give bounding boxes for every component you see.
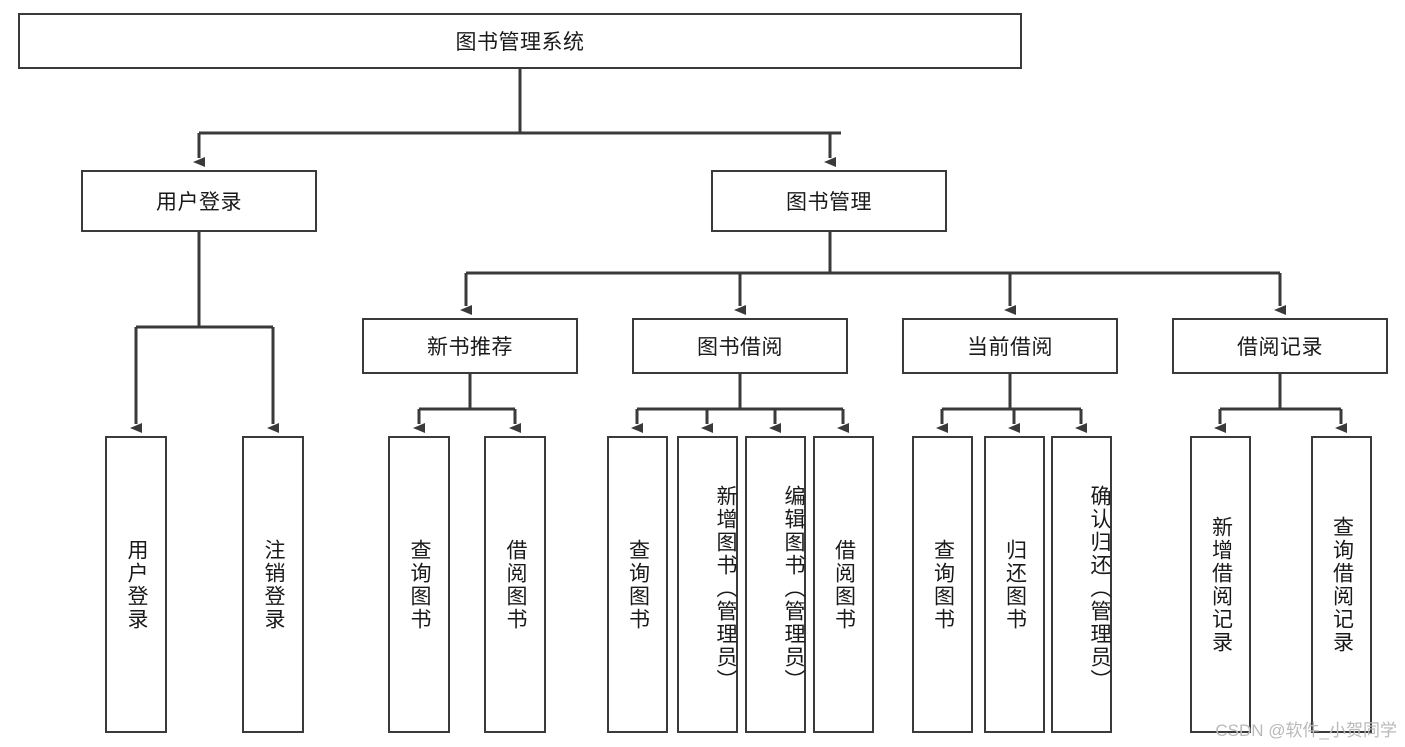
node-new-book-recommend[interactable]: 新书推荐 [362,318,578,374]
node-root-label: 图书管理系统 [455,31,585,54]
leaf-borrow-book-newbook-label: 借阅图书 [504,538,528,631]
node-borrow-records-label: 借阅记录 [1237,336,1323,359]
leaf-logout[interactable]: 注销登录 [242,436,304,733]
node-user-login[interactable]: 用户登录 [81,170,317,232]
node-user-login-label: 用户登录 [156,191,242,214]
node-root[interactable]: 图书管理系统 [18,13,1022,69]
leaf-edit-book-admin[interactable]: 编辑图书（管理员） [745,436,806,733]
leaf-query-book-newbook[interactable]: 查询图书 [388,436,450,733]
node-book-management-label: 图书管理 [786,191,872,214]
leaf-user-login[interactable]: 用户登录 [105,436,167,733]
node-borrow-records[interactable]: 借阅记录 [1172,318,1388,374]
leaf-borrow-book-label: 借阅图书 [832,538,856,631]
node-book-management[interactable]: 图书管理 [711,170,947,232]
leaf-query-book-borrow-label: 查询图书 [626,538,650,631]
leaf-query-book-current[interactable]: 查询图书 [912,436,973,733]
leaf-confirm-return-admin[interactable]: 确认归还（管理员） [1051,436,1112,733]
leaf-query-borrow-record-label: 查询借阅记录 [1330,515,1354,654]
leaf-confirm-return-admin-label: 确认归还（管理员） [1088,485,1111,692]
node-current-borrow-label: 当前借阅 [967,336,1053,359]
csdn-watermark: CSDN @软件_小贺同学 [1215,721,1397,740]
leaf-query-book-current-label: 查询图书 [931,538,955,631]
leaf-add-book-admin-label: 新增图书（管理员） [714,485,737,692]
node-current-borrow[interactable]: 当前借阅 [902,318,1118,374]
node-new-book-recommend-label: 新书推荐 [427,336,513,359]
leaf-logout-label: 注销登录 [262,538,286,631]
leaf-add-book-admin[interactable]: 新增图书（管理员） [677,436,738,733]
leaf-edit-book-admin-label: 编辑图书（管理员） [782,485,805,692]
leaf-add-borrow-record[interactable]: 新增借阅记录 [1190,436,1251,733]
node-book-borrow-label: 图书借阅 [697,336,783,359]
leaf-query-book-newbook-label: 查询图书 [408,538,432,631]
leaf-borrow-book[interactable]: 借阅图书 [813,436,874,733]
leaf-query-borrow-record[interactable]: 查询借阅记录 [1311,436,1372,733]
leaf-return-book-label: 归还图书 [1003,538,1027,631]
leaf-user-login-label: 用户登录 [125,538,149,631]
leaf-query-book-borrow[interactable]: 查询图书 [607,436,668,733]
leaf-return-book[interactable]: 归还图书 [984,436,1045,733]
leaf-add-borrow-record-label: 新增借阅记录 [1209,515,1233,654]
leaf-borrow-book-newbook[interactable]: 借阅图书 [484,436,546,733]
node-book-borrow[interactable]: 图书借阅 [632,318,848,374]
